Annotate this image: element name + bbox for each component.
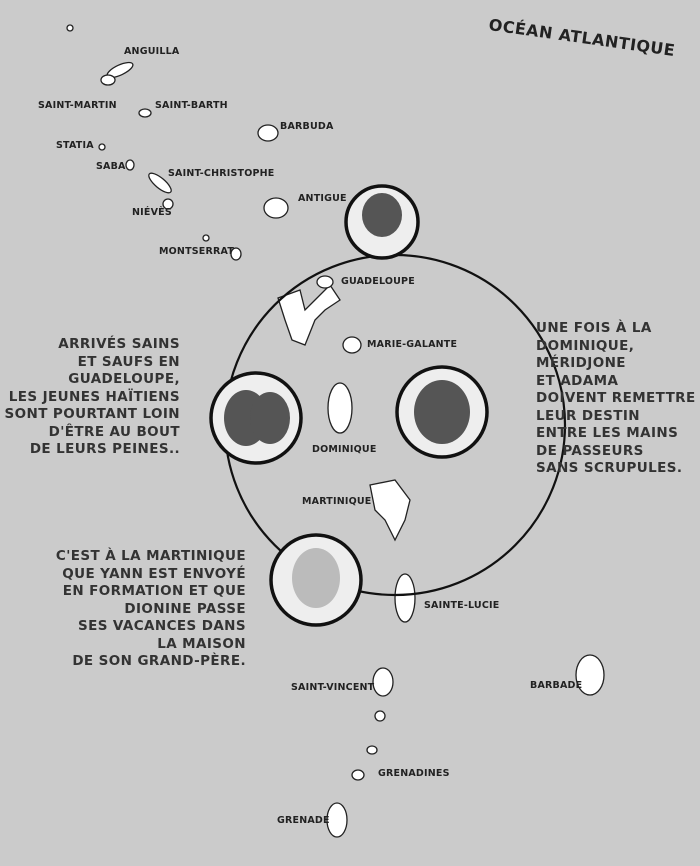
label-montserrat: MONTSERRAT (159, 246, 235, 257)
island-statia (98, 143, 106, 151)
caption-line: ET SAUFS EN (77, 353, 180, 370)
caption-guadeloupe: ARRIVÉS SAINS ET SAUFS EN GUADELOUPE, LE… (5, 336, 180, 459)
island-guadeloupe (277, 283, 341, 346)
caption-line: DE PASSEURS (536, 442, 644, 459)
label-saint-martin: SAINT-MARTIN (38, 100, 117, 111)
island-nieves (162, 198, 174, 210)
caption-line: GUADELOUPE, (68, 371, 180, 387)
caption-line: MÉRIDJONE (536, 355, 626, 371)
label-martinique: MARTINIQUE (302, 496, 372, 507)
label-anguilla: ANGUILLA (124, 46, 180, 57)
island-marie-galante (342, 336, 362, 354)
caption-line: QUE YANN EST ENVOYÉ (62, 565, 246, 582)
label-nieves: NIÉVÈS (132, 207, 172, 218)
label-saint-vincent: SAINT-VINCENT (291, 682, 375, 693)
island-grenade (326, 802, 348, 838)
caption-line: SANS SCRUPULES. (536, 460, 683, 476)
caption-line: DE SON GRAND-PÈRE. (72, 653, 246, 669)
label-grenadines: GRENADINES (378, 768, 450, 779)
island-saint-christophe (148, 172, 172, 194)
caption-line: D'ÊTRE AU BOUT (48, 423, 180, 440)
caption-line: C'EST À LA MARTINIQUE (55, 548, 246, 564)
island-barbade (575, 654, 605, 696)
caption-line: LEUR DESTIN (536, 407, 640, 424)
caption-line: SONT POURTANT LOIN (4, 406, 180, 422)
label-statia: STATIA (56, 140, 94, 151)
caption-dominique: UNE FOIS À LA DOMINIQUE, MÉRIDJONE ET AD… (536, 320, 696, 478)
caption-line: DIONINE PASSE (124, 600, 246, 617)
label-barbuda: BARBUDA (280, 121, 334, 132)
caption-line: EN FORMATION ET QUE (62, 583, 246, 599)
label-dominique: DOMINIQUE (312, 444, 377, 455)
label-saba: SABA (96, 161, 126, 172)
caption-martinique: C'EST À LA MARTINIQUE QUE YANN EST ENVOY… (56, 548, 246, 671)
caption-line: LES JEUNES HAÏTIENS (8, 388, 180, 405)
caption-line: ARRIVÉS SAINS (58, 336, 180, 352)
caption-line: DE LEURS PEINES.. (29, 441, 180, 457)
island-montserrat (230, 247, 242, 261)
label-saint-barth: SAINT-BARTH (155, 100, 228, 111)
label-sainte-lucie: SAINTE-LUCIE (424, 600, 500, 611)
island-antigue (263, 197, 289, 219)
island-saba (125, 159, 135, 171)
caption-line: ENTRE LES MAINS (536, 425, 679, 441)
label-marie-galante: MARIE-GALANTE (367, 339, 458, 350)
island-saint-barth (138, 108, 152, 118)
caption-line: LA MAISON (157, 635, 246, 652)
caption-line: DOMINIQUE, (536, 337, 635, 354)
island-dominique (327, 382, 353, 434)
label-grenade: GRENADE (277, 815, 330, 826)
label-antigue: ANTIGUE (298, 193, 347, 204)
caption-line: ET ADAMA (536, 372, 619, 389)
island-saint-martin (100, 74, 116, 86)
label-barbade: BARBADE (530, 680, 583, 691)
island-barbuda (257, 124, 279, 142)
label-saint-christophe: SAINT-CHRISTOPHE (168, 168, 275, 179)
island-sainte-lucie (394, 573, 416, 623)
caption-line: DOIVENT REMETTRE (536, 390, 696, 406)
label-guadeloupe: GUADELOUPE (341, 276, 415, 287)
caption-line: UNE FOIS À LA (536, 320, 652, 336)
caption-line: SES VACANCES DANS (77, 618, 246, 634)
island-martinique (369, 479, 411, 542)
island-saint-vincent (372, 667, 394, 697)
